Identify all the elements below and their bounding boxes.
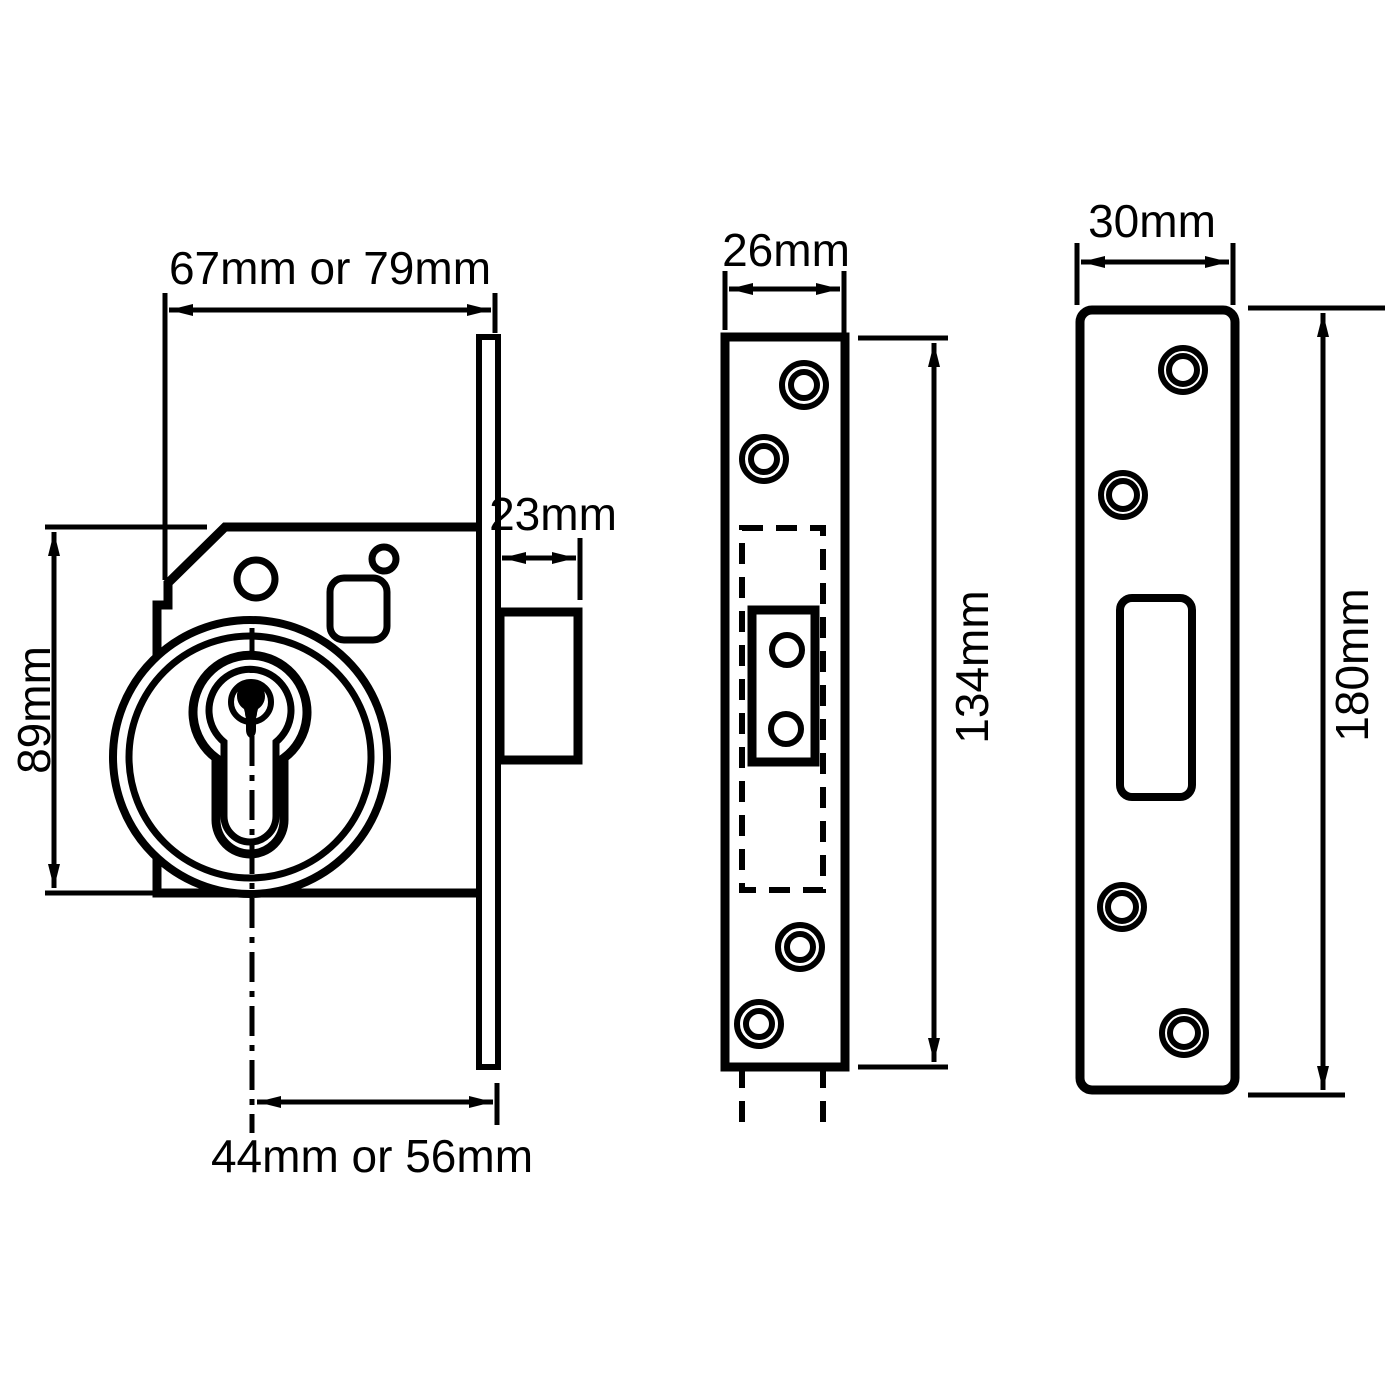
label-bolt-throw: 23mm bbox=[489, 488, 617, 540]
side-view: 67mm or 79mm 89mm bbox=[8, 242, 617, 1182]
screw-hole-inner bbox=[1106, 478, 1140, 512]
screw-hole bbox=[1097, 882, 1147, 932]
strike-screw-holes bbox=[1097, 345, 1209, 1058]
hidden-case-outline bbox=[739, 525, 826, 893]
screw-hole-inner bbox=[1105, 890, 1139, 924]
faceplate-strip bbox=[476, 334, 501, 1070]
bolt-face bbox=[747, 605, 820, 767]
forend-screw-holes bbox=[734, 360, 829, 1049]
screw-hole bbox=[779, 360, 829, 410]
screw-hole bbox=[739, 434, 789, 484]
deadbolt bbox=[495, 607, 583, 765]
label-forend-height: 134mm bbox=[946, 590, 998, 743]
screw-hole bbox=[1159, 1008, 1209, 1058]
strike-view: 30mm 180mm bbox=[1074, 195, 1385, 1098]
forend-view: 26mm 134mm bbox=[720, 224, 998, 1132]
screw-hole bbox=[1098, 470, 1148, 520]
screw-hole bbox=[734, 999, 784, 1049]
screw-hole-inner bbox=[788, 369, 820, 401]
label-backset: 44mm or 56mm bbox=[211, 1130, 533, 1182]
dim-case-width: 67mm or 79mm bbox=[162, 242, 498, 580]
case-hole-small bbox=[368, 543, 400, 575]
screw-hole-inner bbox=[748, 443, 780, 475]
dim-strike-width: 30mm bbox=[1074, 195, 1236, 305]
case-square-aperture bbox=[326, 574, 391, 644]
dim-bolt-throw: 23mm bbox=[489, 488, 617, 600]
lock-case-outline bbox=[152, 522, 479, 898]
dim-forend-width: 26mm bbox=[722, 224, 850, 335]
strike-aperture bbox=[1116, 594, 1196, 801]
screw-hole-inner bbox=[784, 931, 816, 963]
screw-hole bbox=[775, 922, 825, 972]
screw-hole bbox=[1158, 345, 1208, 395]
dim-forend-height: 134mm bbox=[858, 335, 998, 1070]
label-strike-height: 180mm bbox=[1326, 588, 1378, 741]
bolt-roller-pin bbox=[769, 632, 805, 668]
screw-hole-inner bbox=[743, 1008, 775, 1040]
case-hole bbox=[233, 556, 279, 602]
dim-strike-height: 180mm bbox=[1248, 305, 1385, 1098]
label-strike-width: 30mm bbox=[1088, 195, 1216, 247]
strike-plate bbox=[1075, 305, 1240, 1095]
label-case-height: 89mm bbox=[8, 646, 60, 774]
dim-backset: 44mm or 56mm bbox=[211, 1083, 533, 1182]
screw-hole-inner bbox=[1167, 1016, 1201, 1050]
label-forend-width: 26mm bbox=[722, 224, 850, 276]
screw-hole-inner bbox=[1166, 353, 1200, 387]
bolt-roller-pin bbox=[768, 711, 804, 747]
dim-case-height: 89mm bbox=[8, 524, 207, 896]
label-case-width: 67mm or 79mm bbox=[169, 242, 491, 294]
